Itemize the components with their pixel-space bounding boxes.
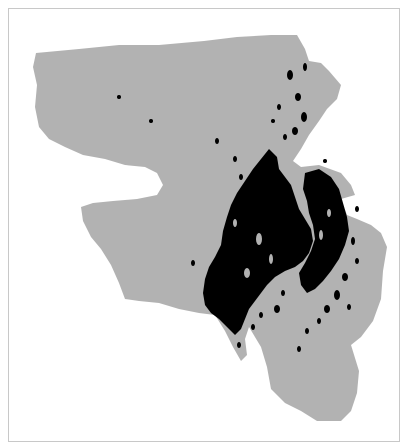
highlight-patches: [117, 63, 359, 352]
highlight-area-east: [299, 169, 349, 293]
region-shape: [33, 35, 387, 421]
terrain-gaps: [233, 209, 331, 278]
map-canvas: [33, 35, 387, 421]
map-frame: [8, 8, 400, 442]
